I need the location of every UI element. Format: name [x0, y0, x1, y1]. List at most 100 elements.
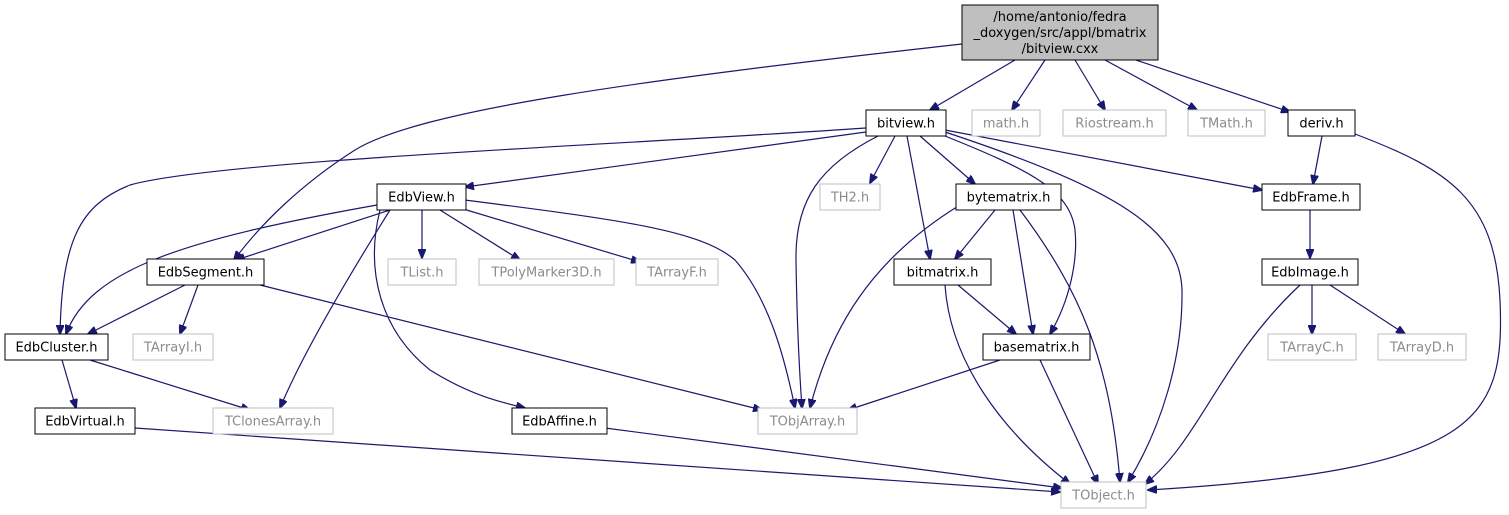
node-box: [478, 258, 615, 286]
node-box: [1187, 109, 1266, 137]
node-box: [4, 333, 109, 361]
node-box: [1377, 333, 1467, 361]
node-box: [893, 258, 992, 286]
edge-root-to-bitview: [930, 59, 1016, 110]
edge-bitview-to-edbcluster: [60, 127, 867, 334]
edge-bitview-to-edbframe: [944, 129, 1262, 190]
node-label: bitmatrix.h: [907, 266, 979, 281]
node-box: [955, 183, 1062, 211]
node-edbcluster-h: EdbCluster.h: [4, 333, 109, 361]
node-label: Riostream.h: [1075, 117, 1154, 132]
edge-bitview-to-basematrix: [939, 133, 1077, 334]
node-edbaffine-h: EdbAffine.h: [511, 407, 608, 435]
node-label: TH2.h: [830, 191, 869, 206]
node-label: bitview.h: [877, 117, 935, 132]
edge-bytematrix-to-basematrix: [1012, 209, 1033, 334]
edge-basematrix-to-tobjarray: [848, 359, 1001, 410]
node-label: TList.h: [399, 266, 443, 281]
node-deriv-h: deriv.h: [1287, 109, 1356, 137]
edge-edbview-to-tclonesarray: [280, 209, 391, 408]
node-label: TObjArray.h: [769, 415, 846, 430]
root-node-label-line: /home/antonio/fedra: [993, 10, 1126, 25]
node-tobjarray-h: TObjArray.h: [757, 407, 858, 435]
edge-bitview-to-bitmatrix: [906, 135, 930, 259]
node-box: [819, 183, 881, 211]
node-bytematrix-h: bytematrix.h: [955, 183, 1062, 211]
root-node-label-line: _doxygen/src/appl/bmatrix: [972, 26, 1146, 41]
node-label: EdbVirtual.h: [45, 415, 125, 430]
node-edbview-h: EdbView.h: [376, 183, 467, 211]
node-bitmatrix-h: bitmatrix.h: [893, 258, 992, 286]
root-node-box: [961, 4, 1159, 61]
node-box: [511, 407, 608, 435]
node-label: TObject.h: [1071, 489, 1135, 504]
node-box: [635, 258, 719, 286]
node-label: TPolyMarker3D.h: [490, 266, 601, 281]
edge-bitview-to-edbview: [465, 131, 867, 187]
edge-edbsegment-to-tarrayi: [180, 284, 199, 334]
node-tlist-h: TList.h: [387, 258, 457, 286]
edge-root-to-math: [1012, 59, 1046, 110]
node-tarrayi-h: TArrayI.h: [132, 333, 214, 361]
edge-edbview-to-tarrayf: [459, 207, 640, 262]
node-label: TArrayI.h: [143, 341, 202, 356]
node-tobject-h: TObject.h: [1060, 481, 1147, 509]
node-box: [1060, 481, 1147, 509]
edge-bitview-to-th2: [870, 135, 896, 183]
node-tmath-h: TMath.h: [1187, 109, 1266, 137]
node-edbimage-h: EdbImage.h: [1261, 258, 1359, 286]
node-tarrayf-h: TArrayF.h: [635, 258, 719, 286]
node-tclonesarray-h: TClonesArray.h: [212, 407, 334, 435]
node-tarrayc-h: TArrayC.h: [1267, 333, 1357, 361]
node-box: [387, 258, 457, 286]
node-riostream-h: Riostream.h: [1062, 109, 1167, 137]
edge-edbsegment-to-tobjarray: [259, 284, 762, 410]
node-label: EdbFrame.h: [1272, 191, 1350, 206]
node-edbsegment-h: EdbSegment.h: [146, 258, 265, 286]
node-tarrayd-h: TArrayD.h: [1377, 333, 1467, 361]
node-tpolymarker3d-h: TPolyMarker3D.h: [478, 258, 615, 286]
node-box: [971, 109, 1041, 137]
node-label: math.h: [983, 117, 1029, 132]
edge-edbaffine-to-tobject: [604, 427, 1062, 488]
node-box: [1062, 109, 1167, 137]
node-label: TClonesArray.h: [224, 415, 321, 430]
node-box: [1261, 258, 1359, 286]
node-box: [982, 333, 1091, 361]
edge-deriv-to-edbframe: [1313, 135, 1323, 184]
node-box: [146, 258, 265, 286]
edge-root-to-riostream: [1074, 59, 1105, 110]
node-box: [376, 183, 467, 211]
node-box: [1287, 109, 1356, 137]
node-box: [757, 407, 858, 435]
node-bitview-h: bitview.h: [865, 109, 947, 137]
node-edbvirtual-h: EdbVirtual.h: [34, 407, 136, 435]
edge-edbcluster-to-tclonesarray: [89, 359, 250, 410]
root-node-label-line: /bitview.cxx: [1022, 42, 1099, 57]
edge-root-to-edbsegment: [234, 43, 963, 260]
node-box: [132, 333, 214, 361]
node-basematrix-h: basematrix.h: [982, 333, 1091, 361]
edge-bitview-to-tobject: [944, 131, 1183, 482]
node-label: EdbImage.h: [1271, 266, 1349, 281]
edge-root-to-tmath: [1104, 59, 1197, 110]
node-box: [1267, 333, 1357, 361]
node-label: TArrayF.h: [646, 266, 707, 281]
edge-edbview-to-edbaffine: [373, 209, 525, 408]
node-box: [212, 407, 334, 435]
node-label: EdbCluster.h: [15, 341, 97, 356]
node-box: [34, 407, 136, 435]
node-box: [1261, 183, 1361, 211]
node-th2-h: TH2.h: [819, 183, 881, 211]
dependency-edges: [60, 43, 1502, 492]
edge-edbview-to-tpolymarker3d: [439, 209, 520, 260]
edge-edbimage-to-tarrayd: [1329, 284, 1405, 334]
edge-bitmatrix-to-tobject: [944, 284, 1070, 484]
node-label: EdbAffine.h: [522, 415, 597, 430]
edge-bytematrix-to-tobject: [1019, 209, 1120, 482]
node-label: TMath.h: [1199, 117, 1253, 132]
edge-edbcluster-to-edbvirtual: [61, 359, 76, 408]
edge-bitview-to-tobjarray: [795, 134, 881, 408]
node-label: bytematrix.h: [967, 191, 1051, 206]
edge-basematrix-to-tobject: [1039, 359, 1098, 484]
